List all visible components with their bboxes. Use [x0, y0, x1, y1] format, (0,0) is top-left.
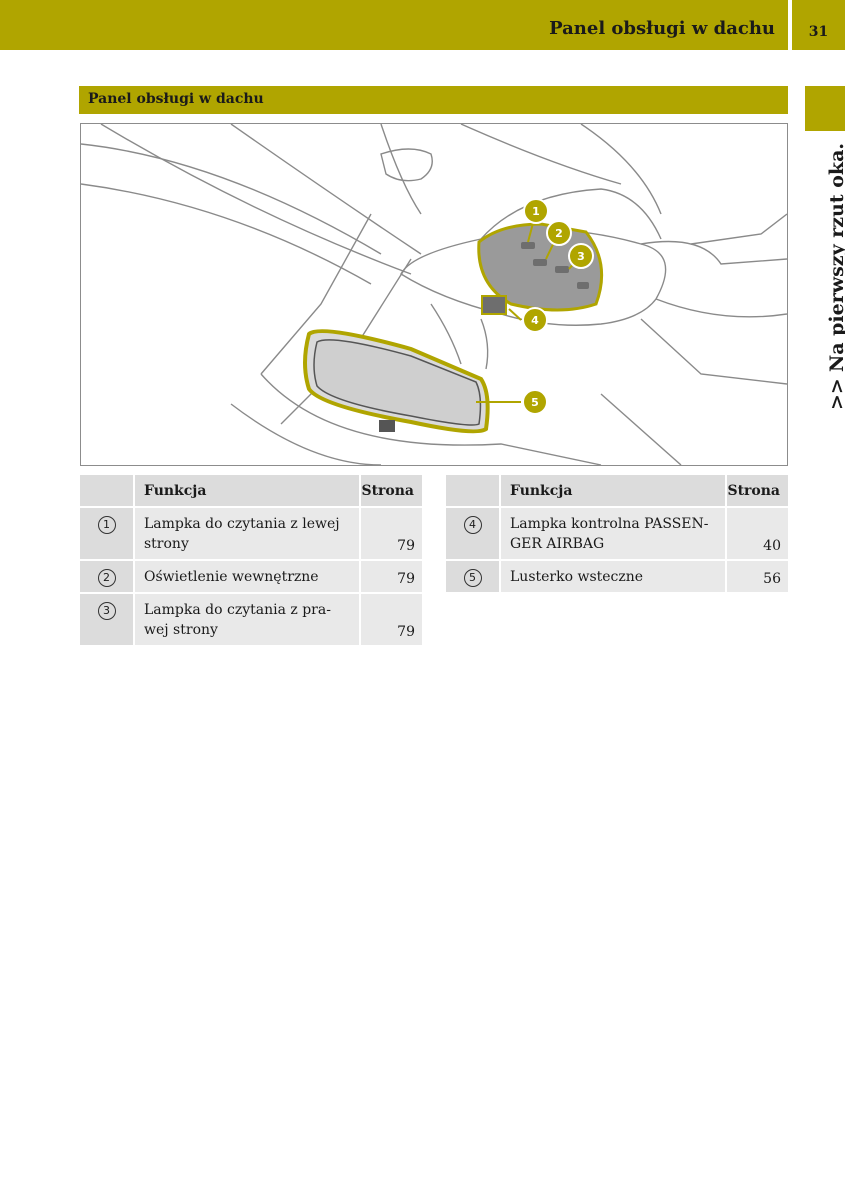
marker-circle: 4: [463, 516, 482, 534]
header-function: Funkcja: [135, 475, 360, 508]
marker-circle: 3: [97, 602, 116, 620]
header-marker-col: [446, 475, 501, 508]
header-page: Strona: [725, 475, 788, 508]
callout-3: 3: [568, 243, 594, 269]
header-bar: Panel obsługi w dachu: [0, 0, 788, 50]
function-table-left: Funkcja Strona 1 Lampka do czytania z le…: [80, 475, 422, 647]
row-page: 79: [359, 508, 422, 561]
side-tab-label: >> Na pierwszy rzut oka.: [826, 143, 845, 410]
page-number-box: 31: [792, 0, 845, 50]
row-function: Lusterko wsteczne: [501, 561, 726, 594]
side-tab-arrows: >>: [826, 378, 845, 410]
marker-circle: 5: [463, 569, 482, 587]
table-row: 5 Lusterko wsteczne 56: [446, 561, 788, 594]
side-tab-marker: [805, 86, 845, 131]
roof-panel-drawing: 1 2 3 4 5: [81, 124, 787, 465]
callout-1-label: 1: [532, 205, 540, 218]
header-marker-col: [80, 475, 135, 508]
row-function: Lampka do czytania z lewej strony: [135, 508, 360, 561]
page-number: 31: [808, 24, 829, 40]
marker-circle: 2: [97, 569, 116, 587]
callout-1: 1: [523, 198, 549, 224]
roof-panel-illustration: 1 2 3 4 5: [80, 123, 788, 466]
table-header-row: Funkcja Strona: [80, 475, 422, 508]
row-function: Oświetlenie wewnętrzne: [135, 561, 360, 594]
callout-3-label: 3: [577, 250, 585, 263]
table-header-row: Funkcja Strona: [446, 475, 788, 508]
callout-4-label: 4: [531, 314, 539, 327]
function-table-right: Funkcja Strona 4 Lampka kontrolna PASSEN…: [446, 475, 788, 594]
header-page: Strona: [359, 475, 422, 508]
header-function: Funkcja: [501, 475, 726, 508]
row-page: 79: [359, 594, 422, 647]
row-page: 56: [725, 561, 788, 594]
callout-2-label: 2: [555, 227, 563, 240]
callout-2: 2: [546, 220, 572, 246]
table-row: 2 Oświetlenie wewnętrzne 79: [80, 561, 422, 594]
row-function: Lampka kontrolna PASSEN- GER AIRBAG: [501, 508, 726, 561]
table-row: 3 Lampka do czytania z pra- wej strony 7…: [80, 594, 422, 647]
callout-5: 5: [522, 389, 548, 415]
callout-5-label: 5: [531, 396, 539, 409]
row-page: 40: [725, 508, 788, 561]
marker-circle: 1: [97, 516, 116, 534]
side-tab-text: Na pierwszy rzut oka.: [826, 142, 845, 373]
row-function: Lampka do czytania z pra- wej strony: [135, 594, 360, 647]
table-row: 4 Lampka kontrolna PASSEN- GER AIRBAG 40: [446, 508, 788, 561]
section-heading: Panel obsługi w dachu: [79, 86, 788, 114]
callout-4: 4: [522, 307, 548, 333]
section-title: Panel obsługi w dachu: [88, 91, 264, 107]
row-page: 79: [359, 561, 422, 594]
page-title: Panel obsługi w dachu: [549, 18, 775, 39]
table-row: 1 Lampka do czytania z lewej strony 79: [80, 508, 422, 561]
